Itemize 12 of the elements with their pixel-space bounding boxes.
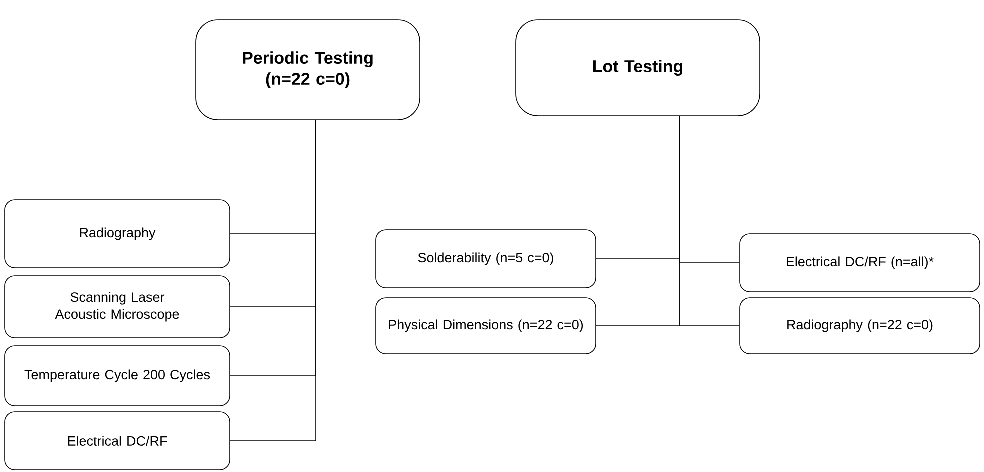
test-box: Electrical DC/RF (4, 412, 230, 470)
test-box: Electrical DC/RF (n=all)* (740, 234, 980, 292)
test-box: Scanning Laser Acoustic Microscope (4, 276, 230, 338)
test-box: Solderability (n=5 c=0) (376, 230, 596, 288)
group-box: Periodic Testing (n=22 c=0) (196, 20, 420, 120)
test-box: Temperature Cycle 200 Cycles (4, 346, 230, 406)
test-box: Physical Dimensions (n=22 c=0) (376, 298, 596, 354)
group-box: Lot Testing (516, 20, 760, 116)
test-box: Radiography (4, 200, 230, 268)
connector-line (680, 116, 740, 326)
test-box: Radiography (n=22 c=0) (740, 298, 980, 354)
connector-line (230, 120, 316, 442)
